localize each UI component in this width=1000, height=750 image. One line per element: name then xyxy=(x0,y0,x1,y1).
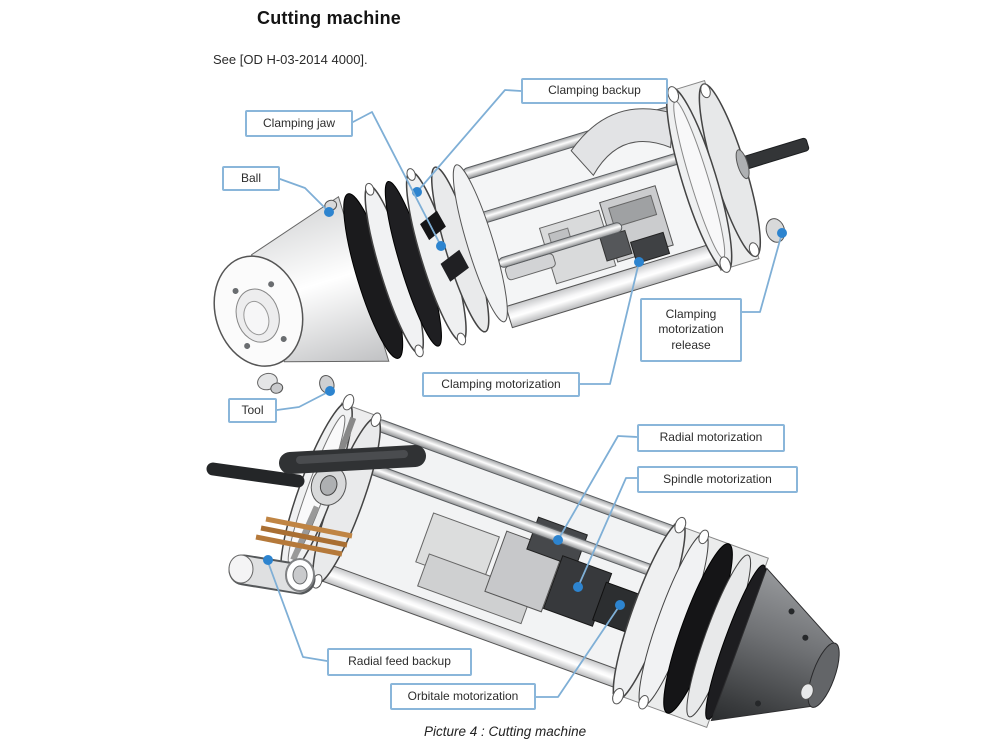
top-machine-drawing xyxy=(213,80,810,394)
reference-note: See [OD H-03-2014 4000]. xyxy=(213,52,368,67)
page-title: Cutting machine xyxy=(257,8,402,28)
callout-clamping-jaw: Clamping jaw xyxy=(245,110,353,137)
leader-layer xyxy=(263,89,787,698)
anchor-dot-clamping-jaw xyxy=(436,241,446,251)
anchor-dot-clamping-motorization xyxy=(634,257,644,267)
callout-tool: Tool xyxy=(228,398,277,423)
leader-line-orbitale-motorization xyxy=(535,604,621,698)
leader-line-radial-feed-backup xyxy=(267,561,328,662)
callout-clamping-motorization: Clamping motorization xyxy=(422,372,580,397)
callout-orbitale-motorization: Orbitale motorization xyxy=(390,683,536,710)
leader-line-tool xyxy=(276,390,331,411)
anchor-dot-ball xyxy=(324,207,334,217)
leader-line-clamping-backup xyxy=(416,89,522,193)
leader-line-clamping-jaw xyxy=(352,111,442,247)
callout-ball: Ball xyxy=(222,166,280,191)
anchor-dot-tool xyxy=(325,386,335,396)
callout-spindle-motorization: Spindle motorization xyxy=(637,466,798,493)
leader-line-clamping-motorization-release xyxy=(741,232,783,313)
callout-radial-feed-backup: Radial feed backup xyxy=(327,648,472,676)
leader-line-spindle-motorization xyxy=(577,477,638,588)
bottom-machine-attachments xyxy=(206,445,426,595)
anchor-dot-radial-feed-backup xyxy=(263,555,273,565)
leader-line-ball xyxy=(279,178,330,213)
figure-caption: Picture 4 : Cutting machine xyxy=(424,724,587,739)
callout-radial-motorization: Radial motorization xyxy=(637,424,785,452)
anchor-dot-orbitale-motorization xyxy=(615,600,625,610)
anchor-dot-clamping-motorization-release xyxy=(777,228,787,238)
leader-line-clamping-motorization xyxy=(579,261,640,385)
anchor-dot-radial-motorization xyxy=(553,535,563,545)
anchor-dot-spindle-motorization xyxy=(573,582,583,592)
callout-clamping-motorization-release: Clamping motorization release xyxy=(640,298,742,362)
callout-clamping-backup: Clamping backup xyxy=(521,78,668,104)
leader-line-radial-motorization xyxy=(557,435,638,541)
